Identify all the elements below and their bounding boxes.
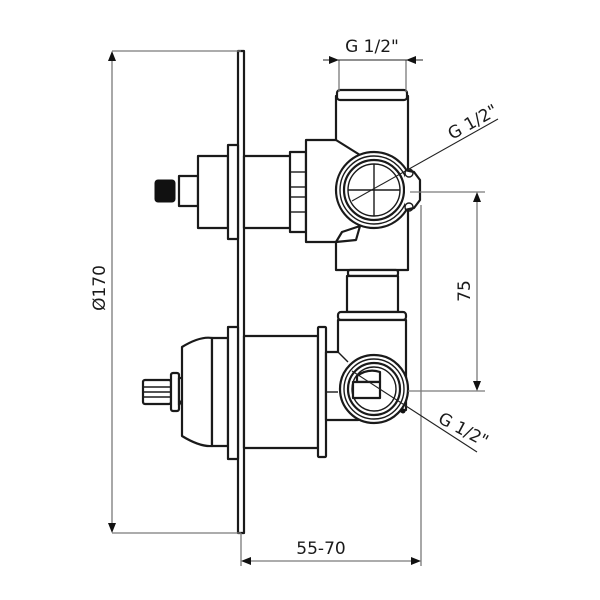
connector-pipe [336,268,408,322]
top-connection-label: G 1/2" [345,37,399,57]
arrow-down-icon [473,381,481,391]
arrow-left-icon [406,56,416,64]
lower-connection-label: G 1/2" [435,409,492,452]
lower-cartridge [141,325,240,461]
upper-body [242,88,422,272]
arrow-right-icon [411,557,421,565]
upper-connection-label: G 1/2" [445,101,502,145]
arrow-left-icon [241,557,251,565]
arrow-down-icon [108,523,116,533]
dimension-outlet-spacing: 75 [408,191,485,392]
arrow-up-icon [473,192,481,202]
arrow-up-icon [108,51,116,61]
lower-body [242,318,410,459]
plate-diameter-label: Ø170 [90,265,110,311]
wall-depth-label: 55-70 [296,539,345,559]
dimension-plate-diameter: Ø170 [90,50,241,534]
dimension-top-connection: G 1/2" [323,37,423,92]
upper-spindle [154,143,240,241]
dimension-wall-depth: 55-70 [240,205,422,566]
arrow-right-icon [329,56,339,64]
knurled-tip-icon [154,179,176,203]
wall-plate [236,49,246,535]
outlet-spacing-label: 75 [455,280,475,302]
